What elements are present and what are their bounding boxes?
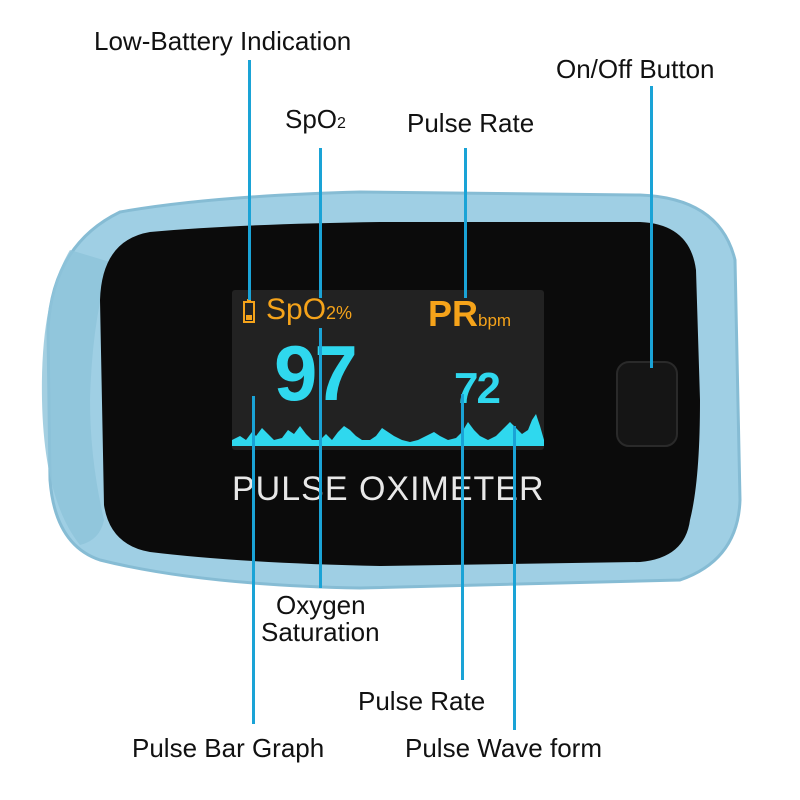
leader-waveform xyxy=(513,426,516,730)
label-pulse-bar-graph: Pulse Bar Graph xyxy=(132,733,325,763)
label-oxygen-line2: Saturation xyxy=(261,617,380,647)
leader-pulse-rate-bottom xyxy=(461,394,464,680)
battery-icon xyxy=(243,299,255,323)
screen-pr-unit: bpm xyxy=(478,311,512,330)
display-screen xyxy=(232,290,544,450)
leader-low-battery xyxy=(248,60,251,300)
leader-bar-graph xyxy=(252,396,255,724)
label-spo2-text: SpO xyxy=(285,104,338,134)
label-on-off: On/Off Button xyxy=(556,54,715,84)
screen-pr-label: PRbpm xyxy=(428,293,511,335)
pulse-waveform xyxy=(232,414,544,446)
screen-spo2-value: 97 xyxy=(274,329,358,417)
screen-spo2-sub: 2% xyxy=(326,303,353,323)
device-left-lip xyxy=(41,250,110,545)
leader-pulse-rate-top xyxy=(464,148,467,298)
screen-spo2-label: SpO2% xyxy=(266,293,352,327)
leader-spo2 xyxy=(319,148,322,298)
label-oxygen-line1: Oxygen xyxy=(276,590,366,620)
screen-spo2-text: SpO xyxy=(266,293,327,326)
label-pulse-rate-bottom: Pulse Rate xyxy=(358,686,486,716)
label-pulse-rate-top: Pulse Rate xyxy=(407,108,535,138)
label-spo2: SpO2 xyxy=(285,104,346,139)
power-button xyxy=(616,361,678,447)
label-low-battery: Low-Battery Indication xyxy=(94,26,352,56)
screen-pr-text: PR xyxy=(428,293,479,334)
label-pulse-waveform: Pulse Wave form xyxy=(405,733,602,763)
leader-oxygen xyxy=(319,328,322,588)
leader-on-off xyxy=(650,86,653,368)
device-brand-text: PULSE OXIMETER xyxy=(232,470,545,508)
label-spo2-sub: 2 xyxy=(337,115,346,132)
